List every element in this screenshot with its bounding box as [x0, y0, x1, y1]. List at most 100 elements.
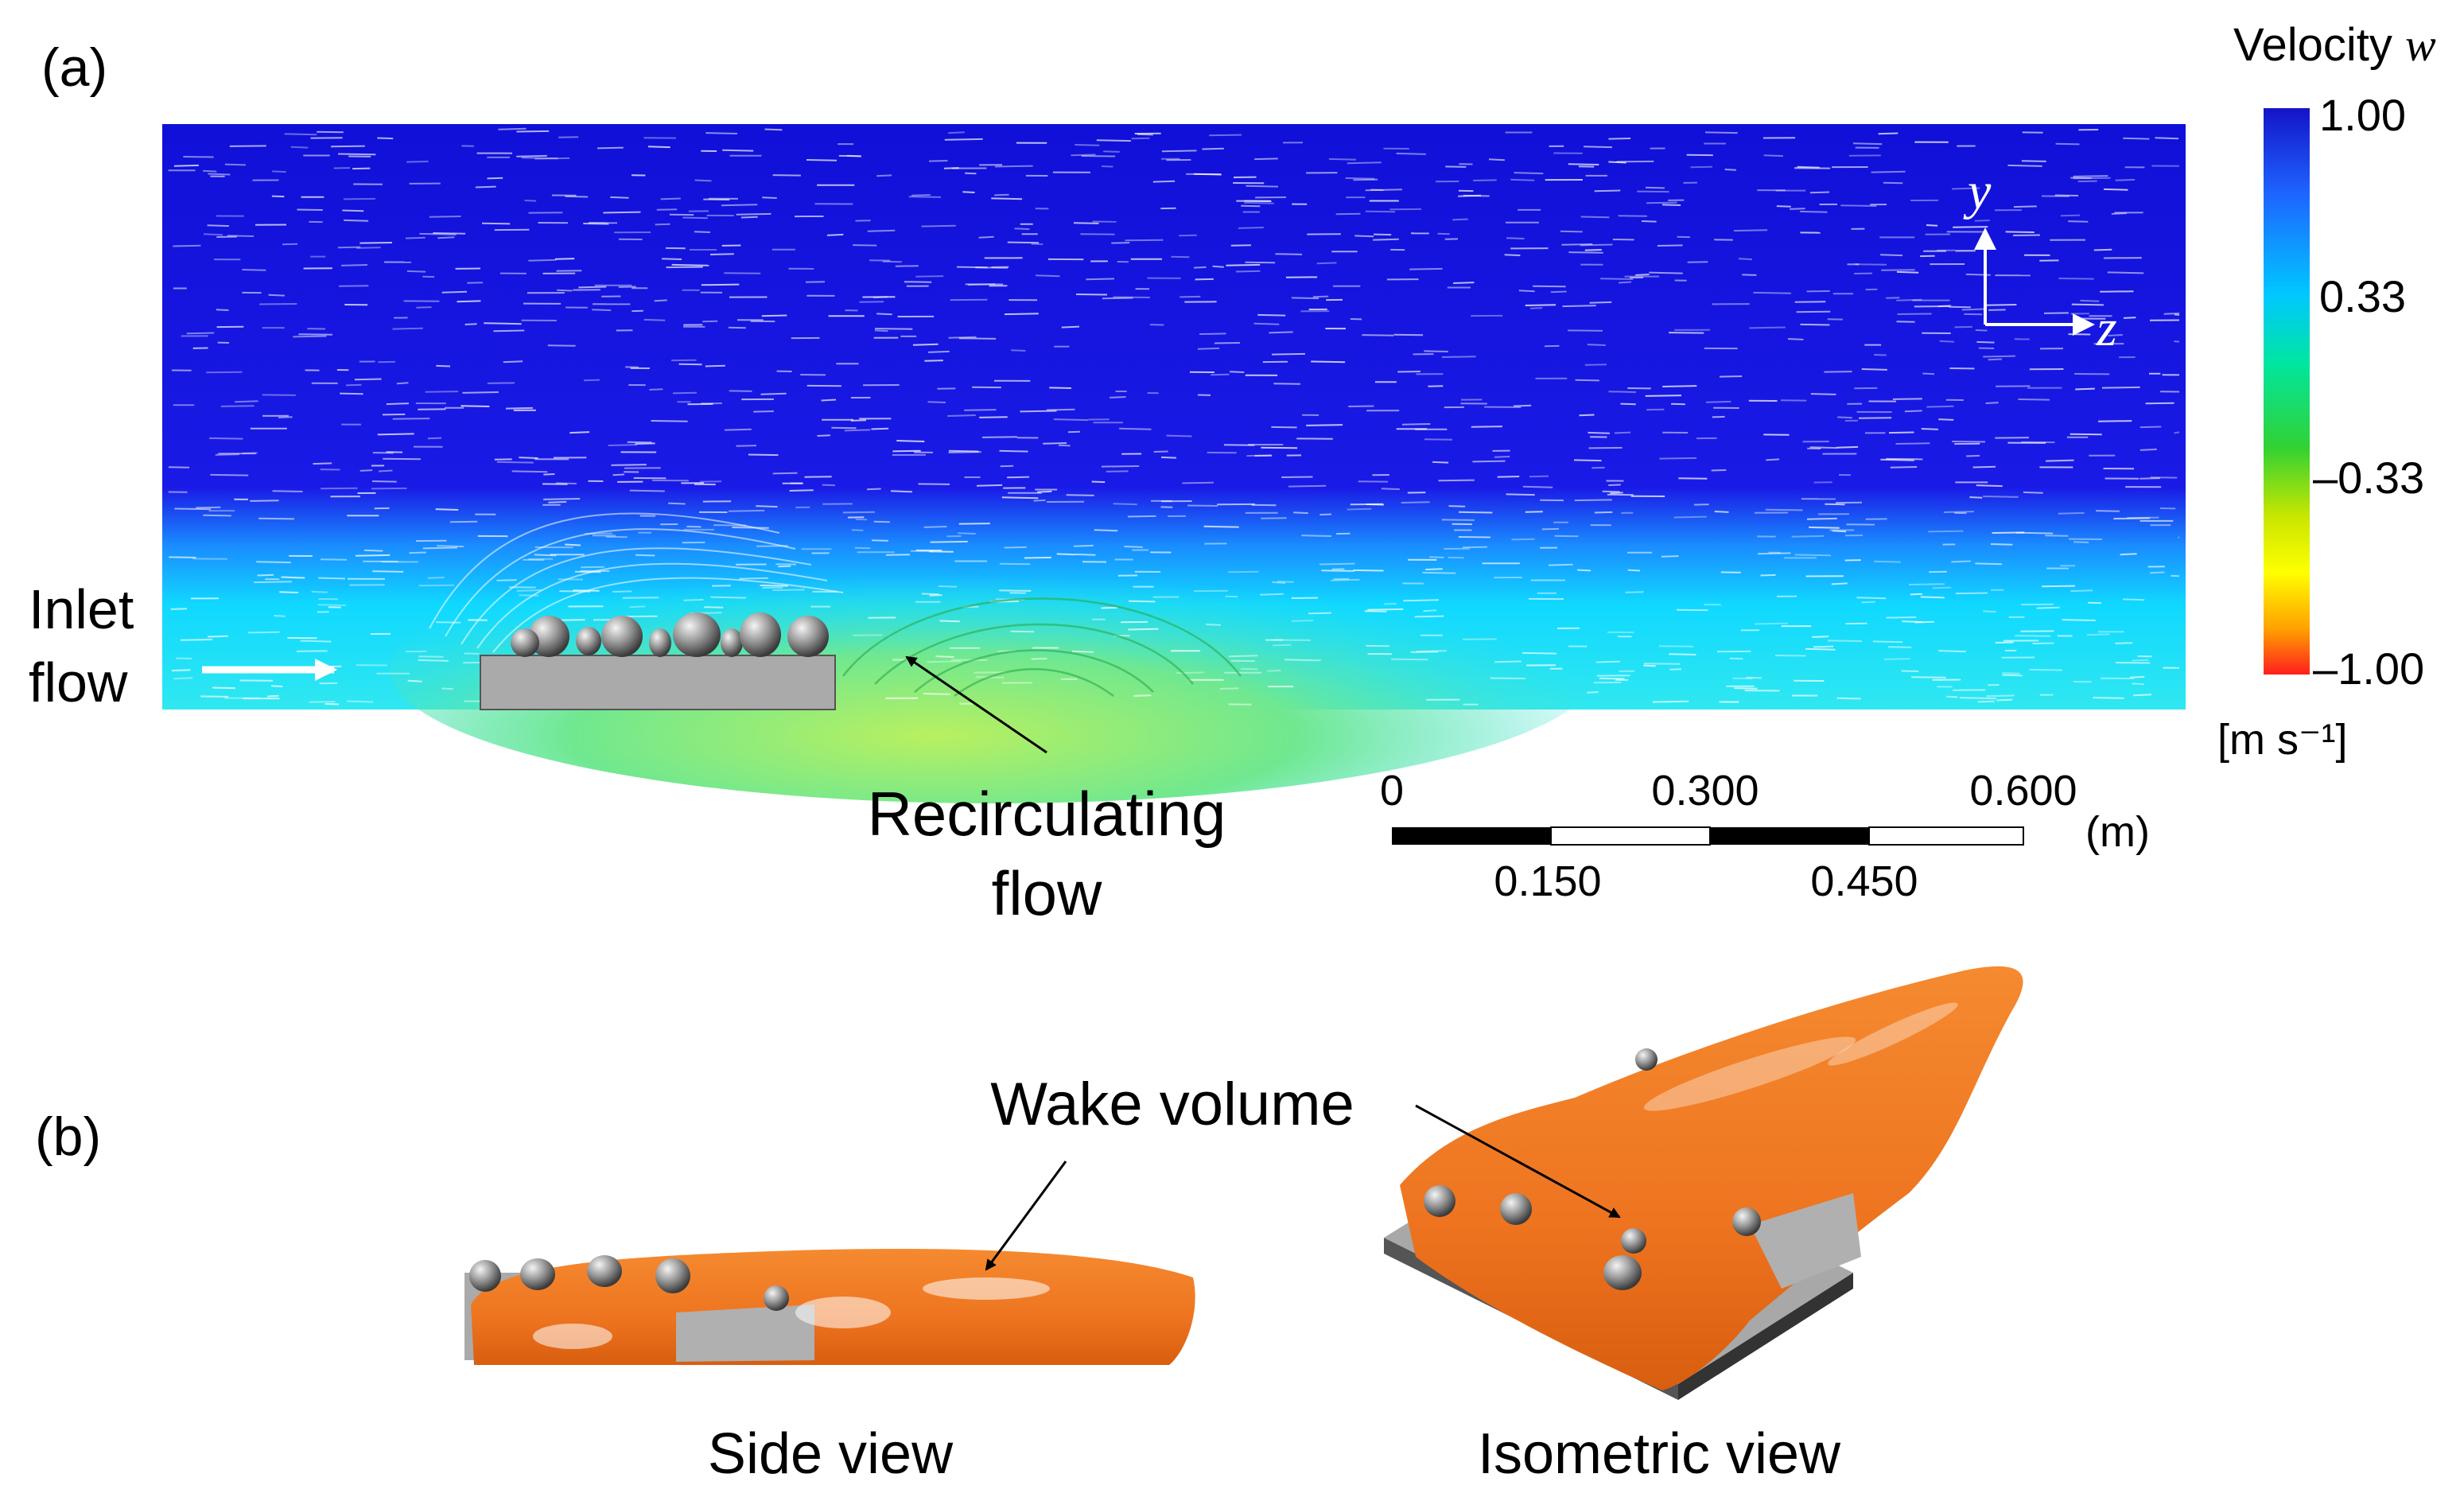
velocity-streak — [386, 402, 410, 406]
velocity-streak — [534, 157, 570, 160]
velocity-streak — [2174, 431, 2180, 434]
velocity-streak — [2042, 585, 2076, 588]
velocity-streak — [1584, 249, 1602, 251]
velocity-streak — [317, 130, 344, 134]
velocity-streak — [1125, 239, 1164, 242]
velocity-streak — [1831, 582, 1848, 585]
velocity-streak — [1742, 274, 1757, 276]
velocity-streak — [722, 149, 754, 152]
colorbar-tick-4: –1.00 — [2313, 644, 2424, 694]
velocity-streak — [1238, 227, 1264, 229]
velocity-streak — [574, 570, 601, 574]
sphere — [673, 612, 721, 657]
velocity-streak — [1594, 189, 1621, 192]
velocity-streak — [1577, 569, 1591, 572]
velocity-vector-streaks — [168, 127, 2180, 706]
velocity-streak — [1791, 535, 1825, 538]
velocity-streak — [2129, 675, 2145, 679]
velocity-streak — [1533, 285, 1566, 288]
velocity-streak — [872, 539, 888, 542]
velocity-streak — [944, 138, 983, 141]
velocity-streak — [806, 159, 838, 161]
velocity-streak — [1600, 278, 1634, 280]
velocity-streak — [433, 232, 466, 235]
velocity-streak — [1525, 511, 1543, 513]
velocity-streak — [1996, 698, 2012, 702]
velocity-streak — [516, 589, 542, 592]
velocity-streak — [1753, 291, 1791, 294]
velocity-streak — [629, 605, 646, 609]
velocity-streak — [1091, 480, 1106, 484]
wake-volume-label: Wake volume — [990, 1071, 1354, 1138]
velocity-streak — [1245, 261, 1276, 264]
scale-segment-black-1 — [1392, 827, 1551, 845]
velocity-streak — [435, 621, 461, 624]
velocity-streak — [382, 413, 406, 416]
velocity-streak — [1153, 450, 1168, 453]
velocity-streak — [1424, 438, 1453, 441]
velocity-streak — [2115, 642, 2133, 644]
velocity-streak — [1746, 676, 1762, 679]
velocity-streak — [543, 473, 555, 476]
velocity-streak — [1693, 504, 1709, 506]
velocity-streak — [912, 343, 939, 346]
velocity-streak — [2103, 188, 2128, 191]
velocity-streak — [1890, 466, 1918, 469]
velocity-streak — [272, 490, 303, 492]
velocity-streak — [927, 660, 962, 663]
velocity-streak — [2029, 668, 2063, 671]
velocity-streak — [437, 236, 455, 239]
velocity-streak — [209, 437, 243, 440]
velocity-streak — [762, 196, 777, 199]
velocity-streak — [2178, 536, 2180, 539]
velocity-streak — [1197, 347, 1220, 350]
velocity-streak — [372, 570, 404, 573]
velocity-streak — [418, 659, 449, 662]
side-view-highlights — [533, 1277, 1050, 1349]
velocity-streak — [1787, 338, 1804, 340]
velocity-streak — [873, 520, 890, 523]
velocity-streak — [1381, 488, 1400, 491]
velocity-streak — [1291, 620, 1314, 622]
colorbar-tick-2: 0.33 — [2319, 271, 2406, 321]
velocity-streak — [1588, 431, 1611, 434]
velocity-streak — [975, 266, 1009, 269]
velocity-streak — [1212, 265, 1224, 268]
velocity-streak — [1101, 465, 1140, 468]
velocity-streak — [1897, 313, 1932, 315]
velocity-streak — [422, 546, 457, 550]
velocity-streak — [1128, 600, 1156, 603]
side-view-substrate-exposed — [676, 1305, 814, 1362]
velocity-streak — [583, 379, 600, 382]
velocity-streak — [867, 488, 881, 491]
velocity-streak — [1658, 645, 1693, 647]
velocity-streak — [1983, 496, 2019, 498]
sphere — [1621, 1228, 1646, 1254]
velocity-streak — [1608, 484, 1621, 486]
velocity-streak — [1441, 519, 1475, 521]
velocity-streak — [418, 655, 444, 658]
velocity-streak — [1972, 465, 1996, 469]
velocity-streak — [627, 441, 652, 444]
velocity-streak — [1955, 592, 1988, 595]
scale-tick-0450: 0.450 — [1810, 857, 1918, 905]
velocity-streak — [1362, 334, 1394, 336]
velocity-streak — [1837, 416, 1852, 419]
velocity-streak — [1102, 297, 1133, 300]
velocity-streak — [1661, 204, 1681, 206]
velocity-streak — [173, 164, 199, 167]
velocity-streak — [1011, 349, 1026, 352]
velocity-streak — [1102, 165, 1113, 168]
velocity-streak — [1794, 554, 1832, 557]
scale-tick-0600: 0.600 — [1969, 767, 2077, 815]
velocity-streak — [1560, 230, 1583, 233]
velocity-streak — [2115, 178, 2136, 181]
velocity-streak — [1261, 517, 1287, 519]
velocity-streak — [519, 594, 539, 597]
velocity-streak — [1353, 569, 1384, 572]
velocity-streak — [1938, 418, 1954, 421]
velocity-streak — [929, 550, 954, 553]
velocity-streak — [1253, 322, 1280, 325]
velocity-streak — [1428, 385, 1444, 387]
